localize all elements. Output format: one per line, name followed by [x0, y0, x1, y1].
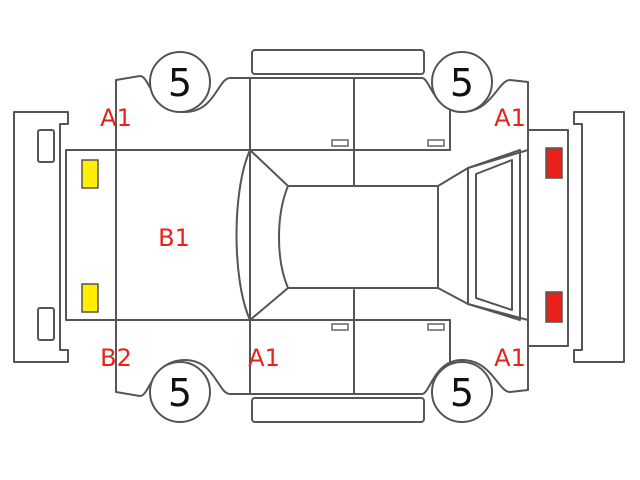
headlight-icon: [81, 159, 99, 313]
wheel-rear-right-label: 5: [450, 371, 474, 415]
taillight-icon: [545, 147, 563, 323]
wheel-front-right: 5: [149, 361, 211, 423]
wheel-front-left: 5: [149, 51, 211, 113]
rear-panel: [527, 129, 569, 347]
damage-code-hood: B1: [158, 224, 190, 252]
wheel-rear-right: 5: [431, 361, 493, 423]
damage-code-front-right-door-sill: A1: [248, 344, 280, 372]
cabin: [235, 149, 529, 321]
damage-code-front-right-bumper-corner: B2: [100, 344, 132, 372]
wheel-rear-left: 5: [431, 51, 493, 113]
rear-bumper: [573, 111, 625, 363]
hood: [115, 149, 251, 321]
wheel-front-right-label: 5: [168, 371, 192, 415]
damage-code-rear-right-fender: A1: [494, 344, 526, 372]
front-bumper: [13, 111, 69, 363]
damage-code-front-left-fender: A1: [100, 104, 132, 132]
wheel-front-left-label: 5: [168, 61, 192, 105]
wheel-rear-left-label: 5: [450, 61, 474, 105]
damage-code-rear-left-fender: A1: [494, 104, 526, 132]
